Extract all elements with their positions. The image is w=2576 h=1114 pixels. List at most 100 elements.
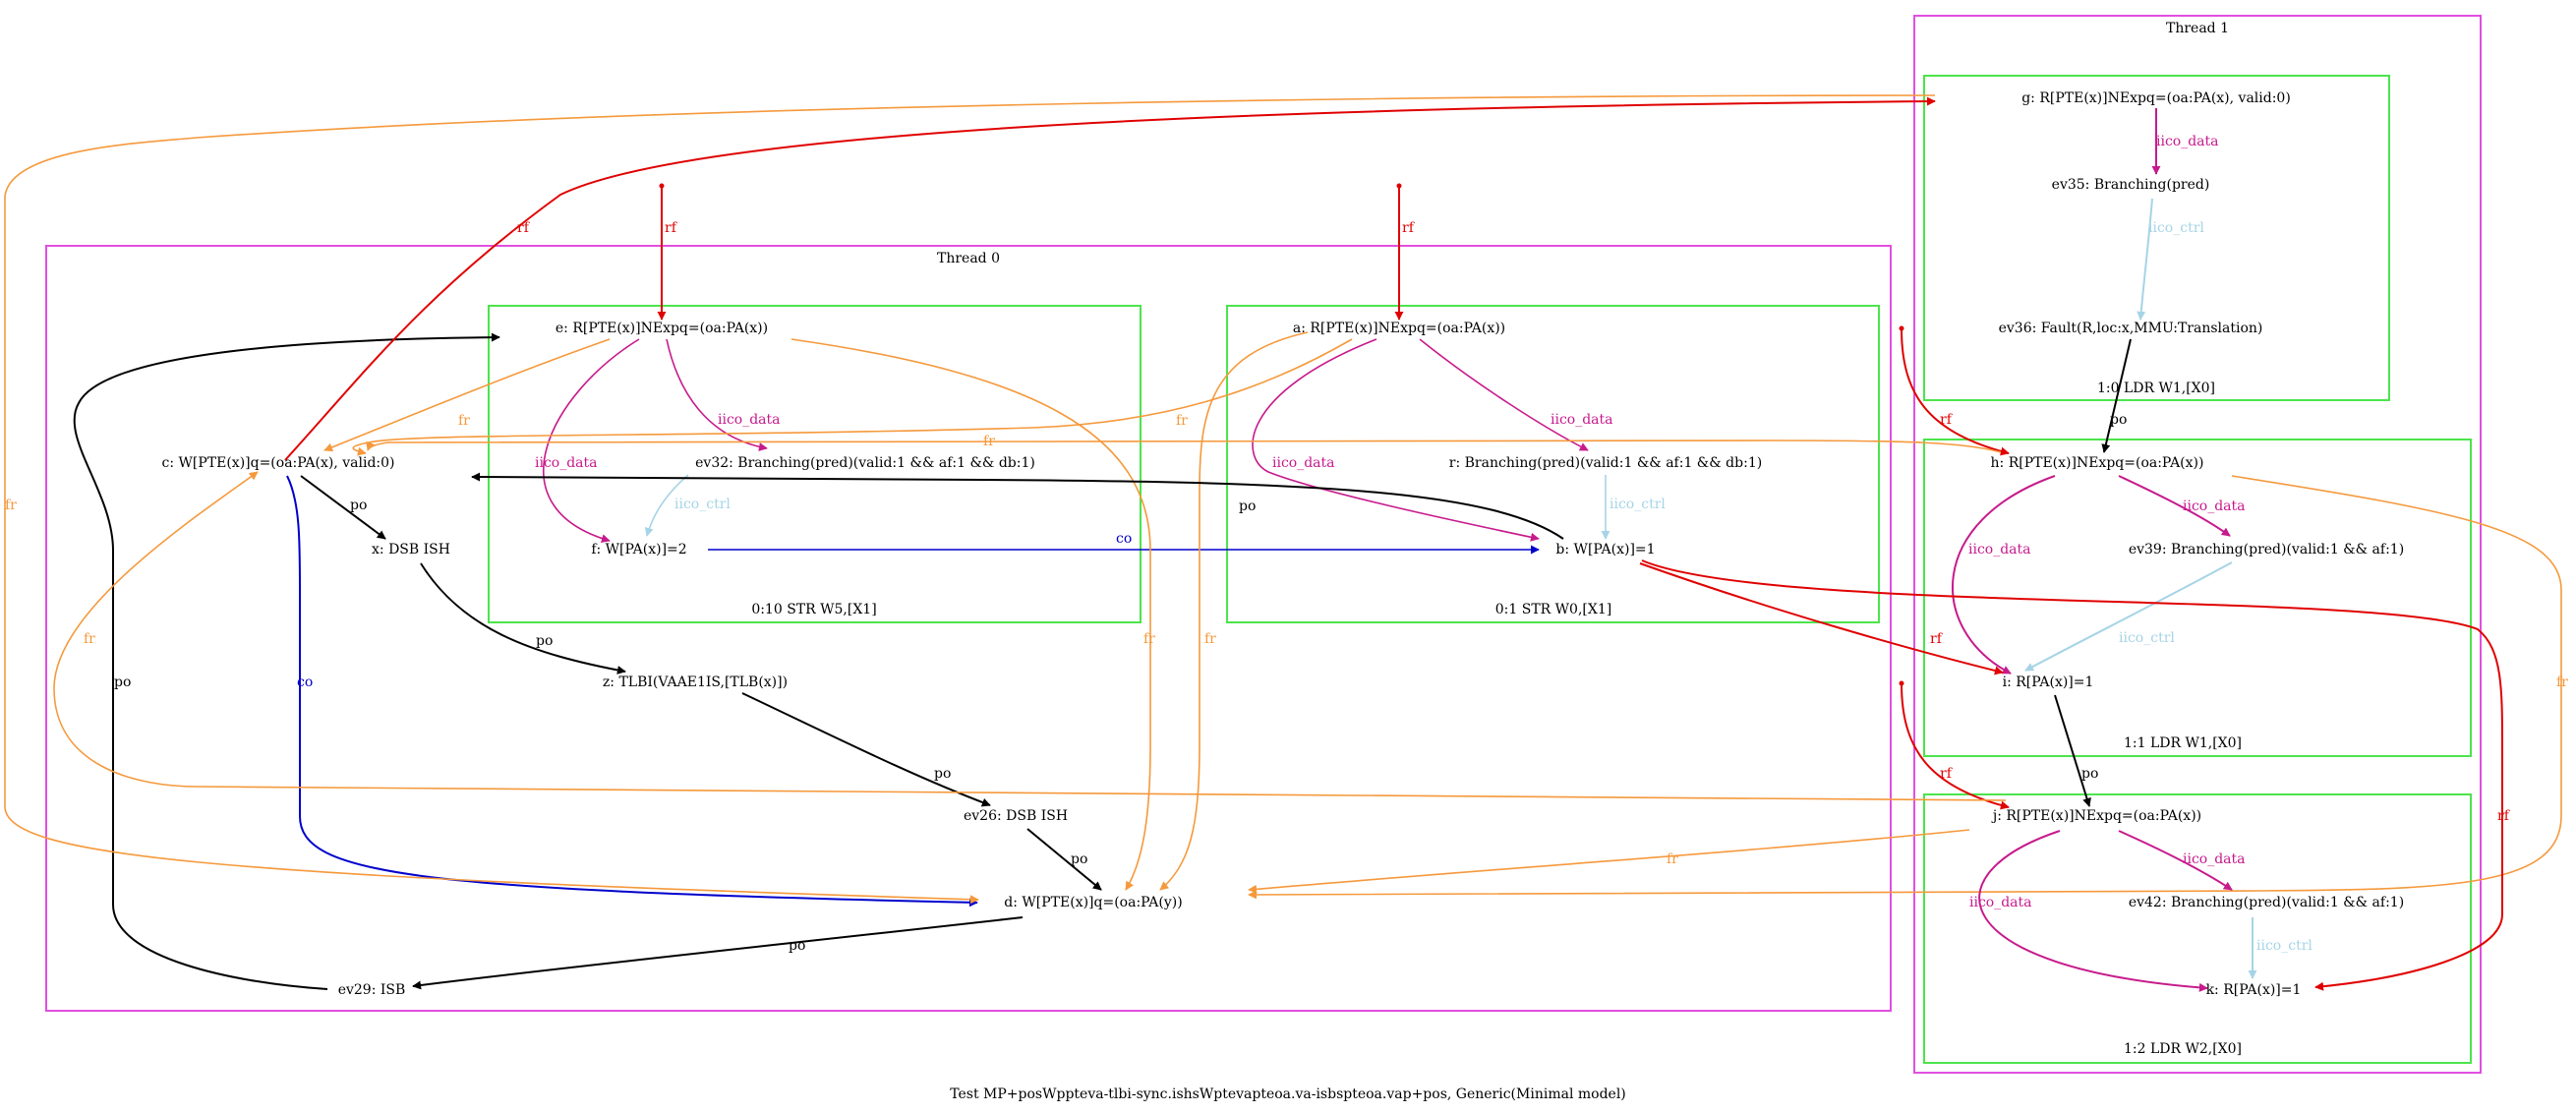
- edge-label-ev32-f: iico_ctrl: [674, 497, 731, 512]
- edge-label-init-a: rf: [1402, 220, 1416, 236]
- nodes: e: R[PTE(x)]NExpq=(oa:PA(x)) ev32: Branc…: [162, 90, 2405, 998]
- instr-label-0-1: 0:1 STR W0,[X1]: [1495, 602, 1611, 617]
- thread-1-label: Thread 1: [2166, 21, 2229, 36]
- edge-h-i: [1952, 475, 2056, 674]
- edge-d-ev29: [412, 916, 1024, 990]
- edge-ev32-f: [644, 474, 689, 537]
- edge-ev29-e: [73, 332, 500, 990]
- node-e: e: R[PTE(x)]NExpq=(oa:PA(x)): [556, 321, 768, 336]
- node-h: h: R[PTE(x)]NExpq=(oa:PA(x)): [1991, 455, 2204, 471]
- thread-0-label: Thread 0: [937, 251, 1000, 266]
- edge-label-init-e: rf: [665, 220, 678, 236]
- edge-label-h-d: fr: [2556, 674, 2568, 690]
- edge-label-ev29-e: po: [114, 674, 131, 690]
- node-c: c: W[PTE(x)]q=(oa:PA(x), valid:0): [162, 455, 395, 471]
- edge-label-d-ev29: po: [789, 938, 805, 954]
- edge-j-c: [53, 471, 2007, 801]
- edge-label-b-k: rf: [2497, 808, 2511, 824]
- edge-label-c-g: rf: [517, 220, 531, 236]
- node-f: f: W[PA(x)]=2: [591, 542, 686, 557]
- edge-j-k: [1978, 830, 2208, 992]
- edge-label-c-x: po: [350, 498, 367, 513]
- instr-cluster-1-2: 1:2 LDR W2,[X0]: [1923, 793, 2472, 1064]
- node-ev29: ev29: ISB: [338, 982, 406, 998]
- edge-label-a-c: fr: [1176, 413, 1188, 429]
- node-ev39: ev39: Branching(pred)(valid:1 && af:1): [2129, 542, 2404, 557]
- instr-label-0-10: 0:10 STR W5,[X1]: [751, 602, 876, 617]
- edge-e-c: [323, 338, 611, 452]
- edge-label-init-j: rf: [1940, 766, 1954, 782]
- node-a: a: R[PTE(x)]NExpq=(oa:PA(x)): [1293, 321, 1505, 336]
- edge-label-j-k: iico_data: [1969, 895, 2032, 910]
- edge-label-a-b: iico_data: [1272, 455, 1335, 471]
- edge-label-g-d: fr: [5, 498, 17, 513]
- thread-0-cluster: Thread 0: [45, 245, 1892, 1012]
- node-b: b: W[PA(x)]=1: [1555, 542, 1655, 557]
- instr-label-1-1: 1:1 LDR W1,[X0]: [2124, 735, 2242, 751]
- edge-c-d: [286, 475, 978, 908]
- edge-g-d: [4, 94, 1936, 905]
- node-ev32: ev32: Branching(pred)(valid:1 && af:1 &&…: [695, 455, 1035, 471]
- edge-label-b-c: po: [1239, 498, 1256, 514]
- instr-label-1-2: 1:2 LDR W2,[X0]: [2124, 1041, 2242, 1057]
- edge-ev39-i: [2024, 561, 2233, 672]
- edge-label-x-z: po: [536, 633, 553, 649]
- edge-label-ev26-d: po: [1071, 851, 1087, 867]
- edge-a-d: [1159, 331, 1309, 891]
- edge-label-j-d: fr: [1667, 851, 1678, 867]
- instr-label-1-0: 1:0 LDR W1,[X0]: [2097, 381, 2215, 396]
- edge-ev36-h: [2101, 338, 2132, 453]
- edge-label-i-j: po: [2081, 766, 2098, 782]
- edge-c-x: [300, 475, 386, 540]
- node-x: x: DSB ISH: [372, 542, 450, 557]
- instr-cluster-0-10: 0:10 STR W5,[X1]: [488, 305, 1142, 623]
- node-g: g: R[PTE(x)]NExpq=(oa:PA(x), valid:0): [2021, 90, 2291, 106]
- edge-label-g-ev35: iico_data: [2156, 134, 2219, 149]
- edge-label-h-c: fr: [983, 434, 995, 449]
- node-k: k: R[PA(x)]=1: [2206, 982, 2302, 998]
- edge-h-c: [366, 440, 2002, 453]
- edge-label-a-r: iico_data: [1551, 412, 1613, 428]
- node-z: z: TLBI(VAAE1IS,[TLB(x)]): [603, 674, 788, 690]
- edge-label-e-d: fr: [1143, 631, 1155, 647]
- edge-a-r: [1419, 338, 1589, 451]
- edge-init-h: [1901, 327, 2010, 456]
- edge-j-ev42: [2118, 830, 2233, 891]
- node-ev26: ev26: DSB ISH: [964, 808, 1068, 824]
- instr-cluster-1-0: 1:0 LDR W1,[X0]: [1923, 75, 2390, 401]
- edge-init-j: [1901, 682, 2010, 810]
- edge-label-j-c: fr: [84, 631, 95, 647]
- node-ev42: ev42: Branching(pred)(valid:1 && af:1): [2129, 895, 2404, 910]
- edge-h-d: [1248, 475, 2562, 900]
- edge-i-j: [2054, 694, 2091, 807]
- edge-b-k: [1641, 559, 2503, 991]
- edge-label-j-ev42: iico_data: [2183, 851, 2246, 867]
- edge-label-e-ev32: iico_data: [718, 412, 781, 428]
- edge-label-init-h: rf: [1940, 412, 1954, 428]
- edge-label-ev35-ev36: iico_ctrl: [2148, 220, 2204, 236]
- edge-e-ev32: [666, 338, 768, 451]
- edge-b-c: [471, 472, 1564, 540]
- graph-caption: Test MP+posWppteva-tlbi-sync.ishsWptevap…: [950, 1086, 1626, 1102]
- edge-ev35-ev36: [2137, 198, 2153, 321]
- edge-label-ev42-k: iico_ctrl: [2256, 938, 2313, 954]
- edge-label-e-c: fr: [458, 413, 470, 429]
- edge-z-ev26: [741, 692, 991, 807]
- edge-h-ev39: [2118, 475, 2231, 537]
- edge-label-r-b: iico_ctrl: [1610, 497, 1666, 512]
- edge-e-d: [790, 338, 1151, 891]
- edges: iico_data iico_data iico_ctrl co iico_da…: [4, 94, 2568, 992]
- edge-x-z: [420, 562, 626, 674]
- edge-label-a-d: fr: [1204, 631, 1216, 647]
- edge-label-h-i: iico_data: [1968, 542, 2031, 557]
- node-ev35: ev35: Branching(pred): [2052, 177, 2210, 193]
- edge-j-d: [1248, 829, 1970, 894]
- edge-label-ev36-h: po: [2110, 412, 2127, 428]
- node-i: i: R[PA(x)]=1: [2003, 674, 2094, 690]
- node-d: d: W[PTE(x)]q=(oa:PA(y)): [1004, 895, 1182, 910]
- edge-label-h-ev39: iico_data: [2183, 498, 2246, 514]
- node-r: r: Branching(pred)(valid:1 && af:1 && db…: [1449, 455, 1762, 471]
- node-ev36: ev36: Fault(R,loc:x,MMU:Translation): [1999, 321, 2263, 336]
- edge-label-b-i: rf: [1930, 631, 1944, 647]
